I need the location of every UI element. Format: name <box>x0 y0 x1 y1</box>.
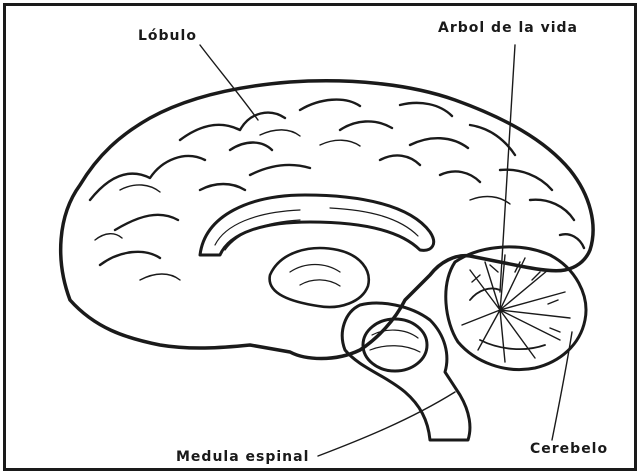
callosum-striations <box>215 208 418 250</box>
cerebellum-lobes <box>470 288 545 349</box>
leader-lobulo <box>200 45 258 120</box>
pons-striations <box>370 330 420 352</box>
label-lobulo: Lóbulo <box>138 28 197 44</box>
leader-medula <box>318 392 455 456</box>
label-cerebelo: Cerebelo <box>530 441 608 457</box>
leader-cerebelo <box>552 332 572 440</box>
label-arbol-de-la-vida: Arbol de la vida <box>438 20 578 36</box>
label-medula-espinal: Medula espinal <box>176 449 309 465</box>
pons <box>363 319 427 371</box>
thalamus <box>270 248 369 307</box>
leader-arbol <box>500 45 515 292</box>
thalamus-detail <box>290 265 340 287</box>
